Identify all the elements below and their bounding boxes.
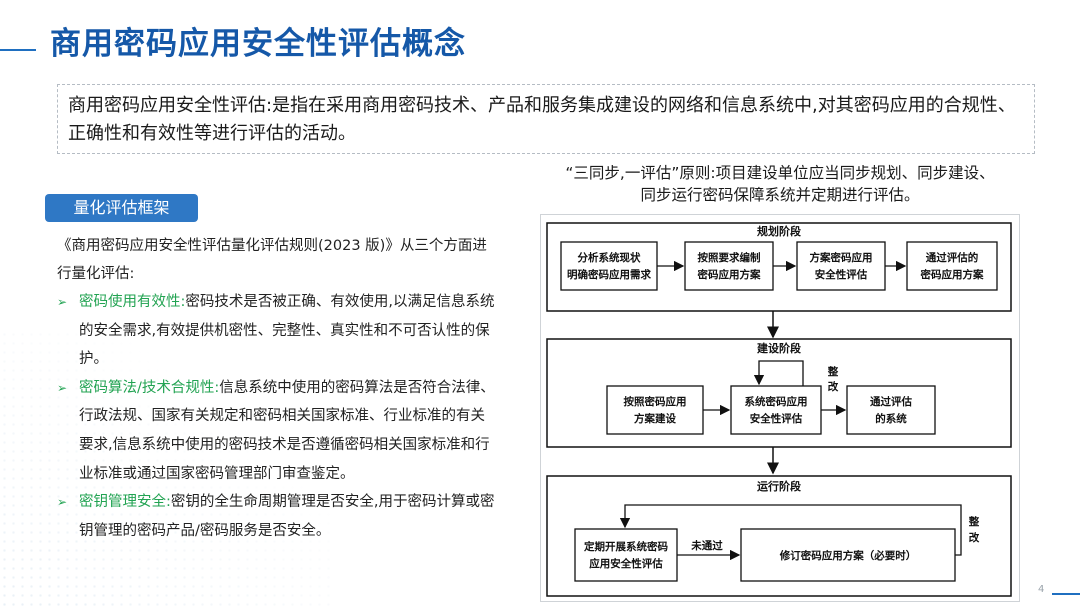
section-badge: 量化评估框架 <box>45 194 198 222</box>
list-item: ➢ 密码算法/技术合规性:信息系统中使用的密码算法是否符合法律、行政法规、国家有… <box>57 374 497 488</box>
flow-box-text: 修订密码应用方案（必要时） <box>779 549 917 562</box>
flow-box-text: 定期开展系统密码 <box>583 540 668 553</box>
item-key: 密码算法/技术合规性: <box>79 379 220 396</box>
flow-box-text: 系统密码应用 <box>745 395 808 408</box>
flow-box <box>560 241 658 291</box>
rectify-loop-arrow <box>753 360 804 386</box>
stage-building-frame <box>546 338 1012 448</box>
intro-text: 《商用密码应用安全性评估量化评估规则(2023 版)》从三个方面进行量化评估: <box>57 238 487 282</box>
rectify-loop-arrow <box>619 504 962 556</box>
flow-box-text: 安全性评估 <box>815 268 868 281</box>
rectify-label: 整 <box>827 365 839 378</box>
criteria-list: ➢ 密码使用有效性:密码技术是否被正确、有效使用,以满足信息系统的安全需求,有效… <box>57 288 497 545</box>
rectify-label: 改 <box>828 380 839 393</box>
flow-box <box>606 385 704 435</box>
flow-box-text: 应用安全性评估 <box>589 557 663 570</box>
arrow-bullet-icon: ➢ <box>57 380 68 395</box>
flow-box-text: 通过评估 <box>870 395 912 408</box>
list-item: ➢ 密码使用有效性:密码技术是否被正确、有效使用,以满足信息系统的安全需求,有效… <box>57 288 497 374</box>
fail-label: 未通过 <box>690 539 723 552</box>
stage-planning-frame <box>546 222 1012 312</box>
principle-text: “三同步,一评估”原则:项目建设单位应当同步规划、同步建设、 同步运行密码保障系… <box>520 162 1040 206</box>
flow-box-text: 方案建设 <box>634 412 676 425</box>
stage-operation-frame <box>546 475 1012 597</box>
stage-building-label: 建设阶段 <box>757 341 801 355</box>
item-text: 信息系统中使用的密码算法是否符合法律、行政法规、国家有关规定和密码相关国家标准、… <box>79 379 495 482</box>
arrow-bullet-icon: ➢ <box>57 495 68 510</box>
list-item: ➢ 密钥管理安全:密钥的全生命周期管理是否安全,用于密码计算或密钥管理的密码产品… <box>57 488 497 545</box>
flow-box-text: 安全性评估 <box>750 412 803 425</box>
flow-box <box>574 528 678 582</box>
process-flow-diagram: 规划阶段 分析系统现状 明确密码应用需求 按照要求编制 密码应用方案 方案密码应… <box>540 214 1020 602</box>
flow-box <box>730 385 822 435</box>
flow-box-text: 按照密码应用 <box>624 395 687 408</box>
arrow-bullet-icon: ➢ <box>57 295 68 309</box>
flow-box <box>906 241 998 291</box>
item-text: 密码技术是否被正确、有效使用,以满足信息系统的安全需求,有效提供机密性、完整性、… <box>79 294 495 368</box>
flow-box-text: 明确密码应用需求 <box>567 268 651 281</box>
flow-box <box>846 385 936 435</box>
flow-box-text: 密码应用方案 <box>698 268 761 281</box>
rectify-label: 整 <box>968 515 980 528</box>
footer-accent-line <box>1052 593 1080 595</box>
page-title: 商用密码应用安全性评估概念 <box>50 26 466 62</box>
dot-pattern-decoration <box>0 330 330 608</box>
flow-box-text: 按照要求编制 <box>698 251 761 264</box>
definition-box: 商用密码应用安全性评估:是指在采用商用密码技术、产品和服务集成建设的网络和信息系… <box>57 84 1035 154</box>
page-number: 4 <box>1038 584 1045 595</box>
flow-svg: 规划阶段 分析系统现状 明确密码应用需求 按照要求编制 密码应用方案 方案密码应… <box>546 222 1012 597</box>
principle-line-1: “三同步,一评估”原则:项目建设单位应当同步规划、同步建设、 <box>565 164 995 182</box>
title-accent-line <box>0 49 36 51</box>
flow-box-text: 通过评估的 <box>926 251 979 264</box>
flow-box-text: 分析系统现状 <box>578 251 641 264</box>
flow-box <box>740 528 956 582</box>
flow-box <box>796 241 886 291</box>
flow-box-text: 的系统 <box>875 412 907 425</box>
stage-planning-label: 规划阶段 <box>757 224 801 238</box>
flow-box-text: 方案密码应用 <box>810 251 873 264</box>
flow-box <box>684 241 774 291</box>
stage-operation-label: 运行阶段 <box>757 479 801 493</box>
rectify-label: 改 <box>969 531 980 544</box>
principle-line-2: 同步运行密码保障系统并定期进行评估。 <box>640 186 920 204</box>
item-key: 密钥管理安全: <box>79 494 171 511</box>
item-key: 密码使用有效性: <box>79 294 186 310</box>
flow-box-text: 密码应用方案 <box>921 268 984 281</box>
item-text: 密钥的全生命周期管理是否安全,用于密码计算或密钥管理的密码产品/密码服务是否安全… <box>79 494 495 539</box>
